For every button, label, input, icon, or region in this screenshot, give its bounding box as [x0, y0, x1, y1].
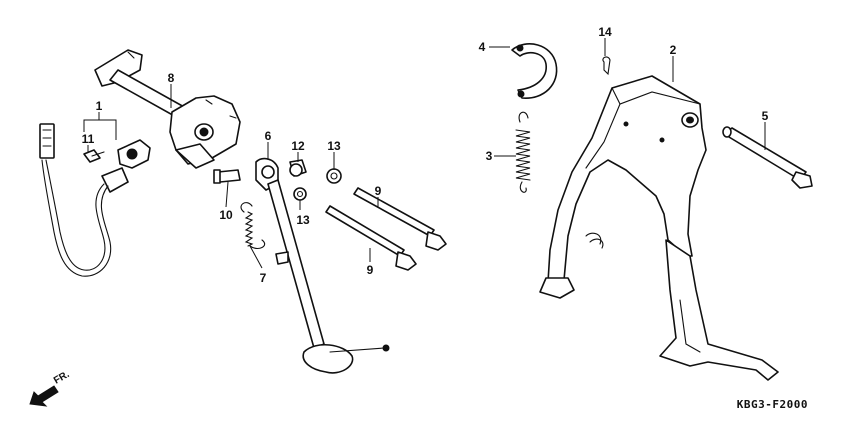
callout-14: 14 [598, 25, 612, 39]
callout-4: 4 [479, 40, 486, 54]
cotter-pin-part [602, 56, 611, 76]
main-stand-part [539, 75, 779, 381]
side-stand-bolt-part [213, 169, 241, 184]
side-stand-spring-part [240, 202, 266, 249]
spring-hook-plate-part [511, 43, 558, 99]
part-callouts: 1 2 3 4 5 6 7 8 9 9 10 11 12 13 13 14 [82, 25, 769, 285]
callout-3: 3 [486, 149, 493, 163]
callout-9-upper: 9 [375, 184, 382, 198]
front-arrow-icon [29, 385, 59, 407]
drawing-code: KBG3-F2000 [737, 398, 808, 411]
callout-7: 7 [260, 271, 267, 285]
front-direction-label: FR. [52, 369, 72, 387]
front-direction-indicator: FR. [29, 369, 72, 407]
callout-9-lower: 9 [367, 263, 374, 277]
callout-13-upper: 13 [327, 139, 341, 153]
washer-upper-part [326, 168, 342, 184]
callout-2: 2 [670, 43, 677, 57]
long-bolt-upper-part [353, 187, 447, 251]
callout-13-lower: 13 [296, 213, 310, 227]
collar-part [289, 159, 307, 177]
long-bolt-lower-part [325, 205, 417, 271]
side-stand-part [255, 157, 390, 374]
callout-1: 1 [96, 99, 103, 113]
callout-11: 11 [82, 132, 95, 146]
pivot-bracket-part [94, 49, 241, 169]
main-stand-spring-part [515, 111, 531, 193]
callout-12: 12 [291, 139, 305, 153]
side-stand-switch-part [39, 123, 151, 277]
callout-8: 8 [168, 71, 175, 85]
callout-5: 5 [762, 109, 769, 123]
switch-bolt-part [83, 149, 105, 163]
callout-6: 6 [265, 129, 272, 143]
washer-lower-part [293, 187, 307, 201]
pivot-shaft-part [722, 126, 813, 189]
callout-10: 10 [219, 208, 233, 222]
leader-lines [83, 38, 766, 269]
